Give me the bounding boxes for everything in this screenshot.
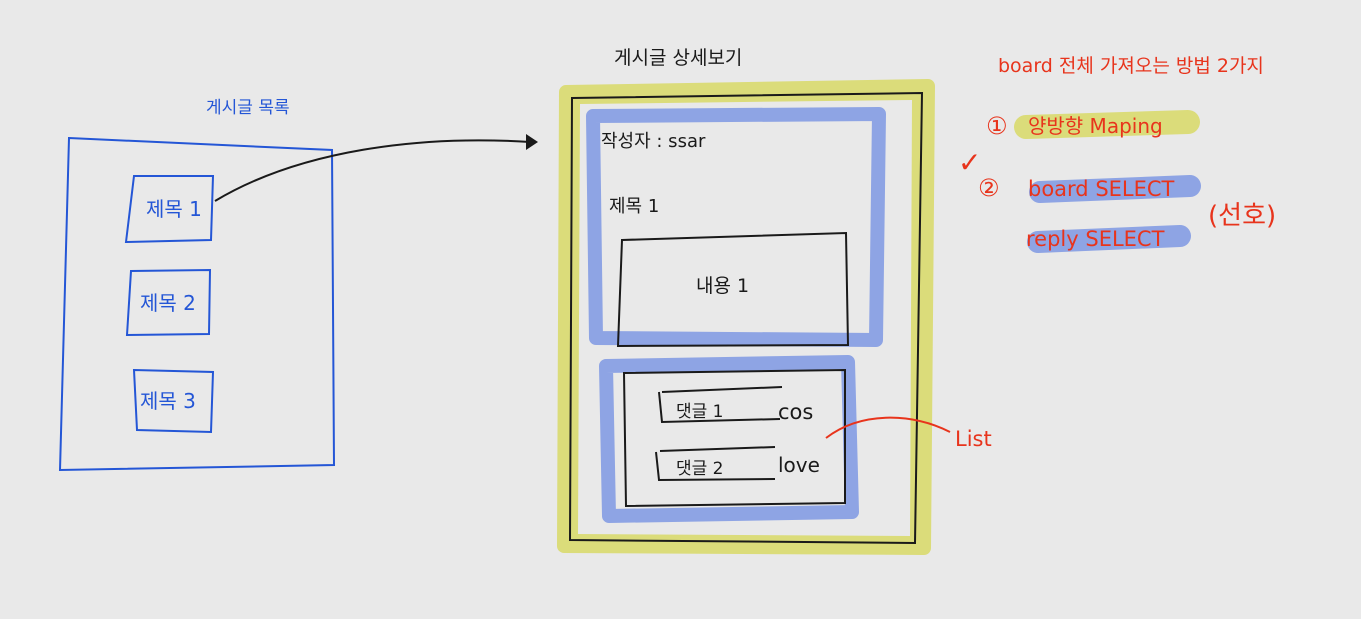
reply-section-highlight bbox=[599, 355, 859, 523]
list-panel-title: 게시글 목록 bbox=[206, 98, 290, 118]
checkmark-icon: ✓ bbox=[958, 146, 981, 179]
detail-panel-title: 게시글 상세보기 bbox=[614, 47, 742, 69]
reply-row-2: 댓글 2 love bbox=[655, 446, 820, 482]
list-item-2-label: 제목 2 bbox=[140, 291, 196, 315]
post-content: 내용 1 bbox=[696, 275, 749, 297]
option-2-line2: reply SELECT bbox=[1026, 227, 1165, 251]
list-item-2-box bbox=[125, 268, 212, 337]
option-1-number: ① bbox=[986, 112, 1008, 140]
option-2-number: ② bbox=[978, 174, 1000, 202]
option-2-line1-highlight bbox=[1029, 175, 1201, 203]
list-annotation-label: List bbox=[955, 427, 992, 451]
detail-panel-frame bbox=[568, 91, 924, 545]
arrow-head-icon bbox=[526, 134, 538, 150]
list-item-1: 제목 1 bbox=[124, 175, 215, 244]
list-item-2: 제목 2 bbox=[125, 268, 212, 337]
reply-list-box bbox=[622, 368, 846, 508]
post-section-highlight bbox=[586, 107, 886, 347]
navigation-arrow bbox=[214, 139, 531, 202]
list-item-3-box bbox=[132, 368, 215, 434]
detail-panel-inner bbox=[578, 100, 912, 536]
option-1-text: 양방향 Maping bbox=[1028, 114, 1163, 138]
list-panel-frame bbox=[58, 136, 336, 472]
reply-row-1-box bbox=[658, 386, 783, 424]
option-1-highlight bbox=[1014, 110, 1200, 139]
post-content-box bbox=[616, 231, 850, 348]
option-2-line2-highlight bbox=[1027, 225, 1191, 253]
list-item-1-label: 제목 1 bbox=[146, 197, 202, 221]
list-item-3: 제목 3 bbox=[132, 368, 215, 434]
reply-2-user: love bbox=[778, 453, 820, 477]
reply-1-user: cos bbox=[778, 400, 813, 424]
list-item-1-box bbox=[124, 175, 215, 244]
reply-2-text: 댓글 2 bbox=[676, 459, 724, 479]
option-2-line1: board SELECT bbox=[1028, 177, 1175, 201]
reply-row-1: 댓글 1 cos bbox=[658, 386, 813, 424]
list-item-3-label: 제목 3 bbox=[140, 389, 196, 413]
notes-heading: board 전체 가져오는 방법 2가지 bbox=[998, 55, 1264, 77]
reply-1-text: 댓글 1 bbox=[676, 402, 724, 422]
post-author: 작성자 : ssar bbox=[601, 131, 706, 152]
list-annotation-curve bbox=[825, 416, 951, 439]
reply-row-2-box bbox=[655, 446, 776, 482]
option-2-preference: (선호) bbox=[1208, 201, 1276, 231]
post-title: 제목 1 bbox=[609, 196, 659, 217]
